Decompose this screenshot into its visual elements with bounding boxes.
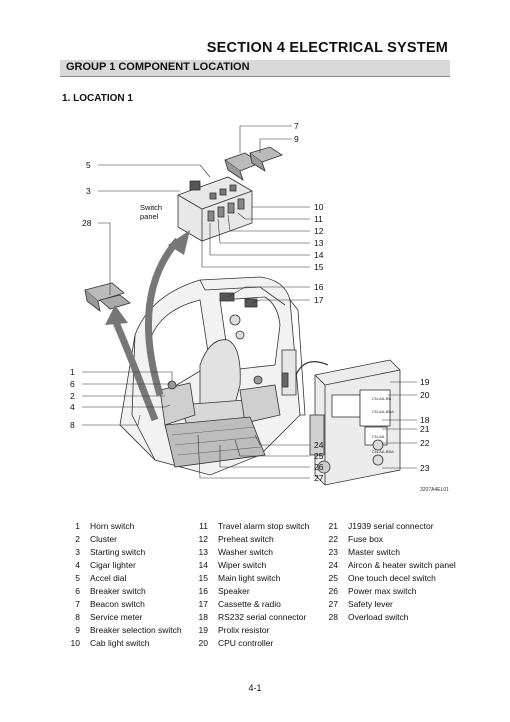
drawing-code: 3207A4EL01 [420, 487, 449, 493]
svg-text:CN-AA-BBA: CN-AA-BBA [372, 409, 394, 414]
group-title-bar [60, 60, 450, 77]
callout-18: 18 [420, 415, 430, 425]
switch-panel-label-line2: panel [140, 212, 159, 221]
cab-illustration [119, 276, 306, 476]
callout-7: 7 [294, 121, 299, 131]
callout-19: 19 [420, 377, 430, 387]
callout-24: 24 [314, 440, 324, 450]
callout-25: 25 [314, 451, 324, 461]
callout-21: 21 [420, 424, 430, 434]
overload-switch-exploded [84, 282, 131, 312]
svg-text:CN-AA: CN-AA [372, 434, 385, 439]
callout-14: 14 [314, 250, 324, 260]
callout-10: 10 [314, 202, 324, 212]
group-title: GROUP 1 COMPONENT LOCATION [66, 61, 250, 73]
callout-11: 11 [314, 214, 323, 224]
callout-17: 17 [314, 295, 324, 305]
callout-1: 1 [70, 367, 75, 377]
callout-26: 26 [314, 462, 324, 472]
location-title: 1. LOCATION 1 [62, 93, 133, 104]
callout-6: 6 [70, 379, 75, 389]
callout-15: 15 [314, 262, 324, 272]
callout-20: 20 [420, 390, 430, 400]
component-location-diagram: CN-AA-BB CN-AA-BBA CN-AA CN-AA-BBA Switc… [70, 121, 449, 493]
arrow-to-overload-switch [111, 318, 159, 422]
callout-5: 5 [86, 160, 91, 170]
callout-28: 28 [82, 218, 92, 228]
callout-27: 27 [314, 473, 324, 483]
callout-2: 2 [70, 391, 75, 401]
beacon-switch-exploded [224, 146, 283, 181]
page-number: 4-1 [248, 683, 262, 693]
controller-box [309, 359, 401, 486]
callout-8: 8 [70, 420, 75, 430]
callout-22: 22 [420, 438, 430, 448]
svg-text:CN-AA-BB: CN-AA-BB [372, 396, 391, 401]
wiring-harness [295, 361, 329, 376]
leader-lines [82, 125, 417, 479]
switch-panel-label-line1: Switch [140, 203, 162, 212]
callout-12: 12 [314, 226, 324, 236]
callout-16: 16 [314, 282, 324, 292]
callout-23: 23 [420, 463, 430, 473]
section-title: SECTION 4 ELECTRICAL SYSTEM [206, 40, 448, 56]
callout-13: 13 [314, 238, 324, 248]
callout-3: 3 [86, 186, 91, 196]
callout-4: 4 [70, 402, 75, 412]
svg-text:CN-AA-BBA: CN-AA-BBA [372, 449, 394, 454]
switch-panel-exploded [177, 176, 253, 242]
callout-9: 9 [294, 134, 299, 144]
